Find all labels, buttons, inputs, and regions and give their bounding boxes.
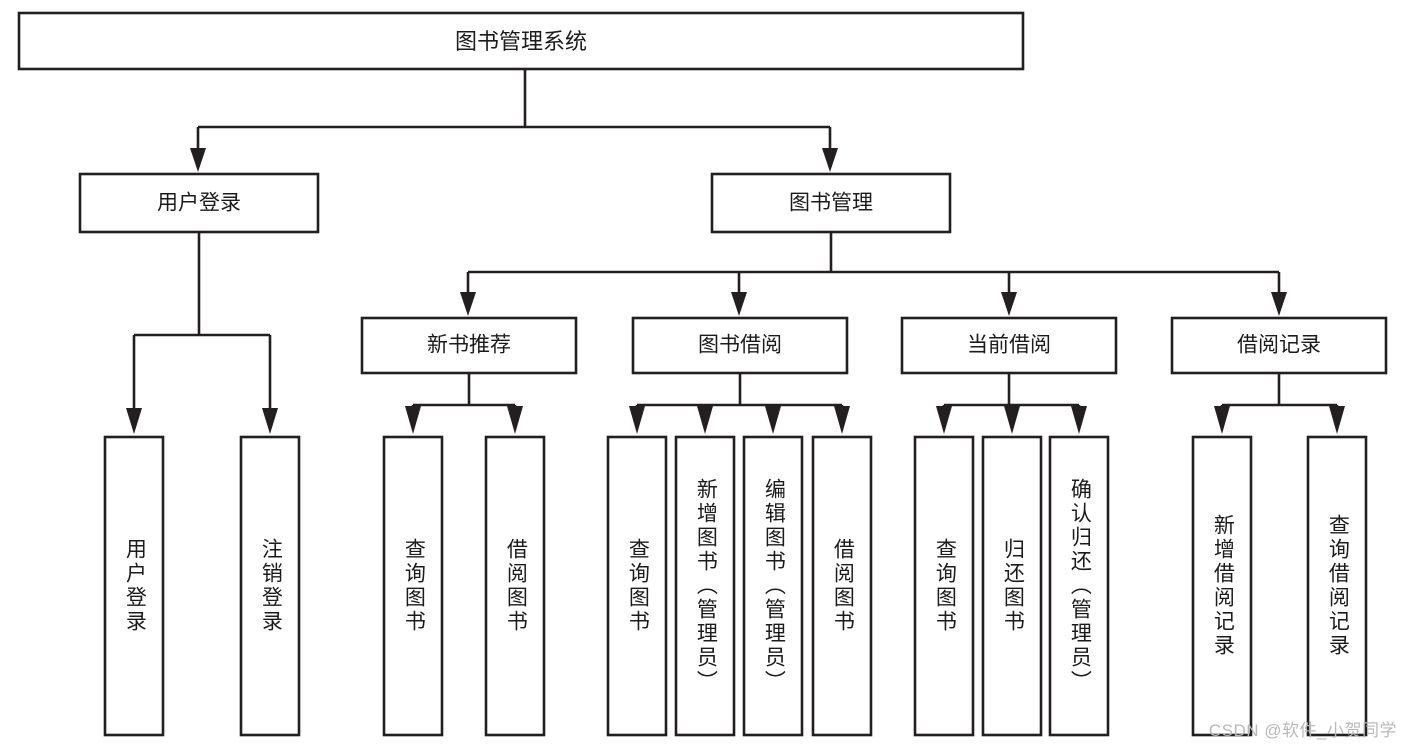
leaf-add-book-box[interactable]	[674, 435, 736, 737]
node-borrow-record[interactable]: 借阅记录	[1170, 316, 1388, 375]
leaf-return-book-box[interactable]	[981, 435, 1043, 737]
leaf-query-book-1-box[interactable]	[382, 435, 444, 737]
book-management-label: 图书管理	[789, 192, 873, 215]
new-book-recommend-label: 新书推荐	[427, 334, 511, 357]
leaf-confirm-return-box[interactable]	[1048, 435, 1110, 737]
current-borrow-box[interactable]	[900, 316, 1118, 375]
arrow-leaf-query-record-icon	[1329, 406, 1345, 434]
arrow-leaf-query-book-2-icon	[629, 406, 645, 434]
arrow-to-user-login-icon	[190, 148, 206, 172]
arrow-leaf-add-record-icon	[1214, 406, 1230, 434]
arrow-leaf-query-book-3-icon	[936, 406, 952, 434]
node-root[interactable]: 图书管理系统	[17, 11, 1025, 71]
book-borrow-label: 图书借阅	[698, 334, 782, 357]
leaf-borrow-book-2-box[interactable]	[811, 435, 873, 737]
leaf-logout-login-box[interactable]	[239, 435, 301, 737]
arrow-leaf-user-login-icon	[126, 408, 142, 434]
node-book-borrow[interactable]: 图书借阅	[631, 316, 849, 375]
leaf-add-record-box[interactable]	[1191, 435, 1253, 737]
root-box[interactable]	[17, 11, 1025, 71]
arrow-leaf-edit-book-icon	[765, 406, 781, 434]
borrow-record-label: 借阅记录	[1237, 334, 1321, 357]
arrow-leaf-query-book-1-icon	[405, 406, 421, 434]
arrow-to-book-borrow-icon	[731, 292, 747, 316]
root-label: 图书管理系统	[455, 29, 587, 54]
node-current-borrow[interactable]: 当前借阅	[900, 316, 1118, 375]
leaf-borrow-book-1-box[interactable]	[484, 435, 546, 737]
leaf-edit-book-box[interactable]	[742, 435, 804, 737]
borrow-record-box[interactable]	[1170, 316, 1388, 375]
leaf-query-book-3-box[interactable]	[913, 435, 975, 737]
arrow-leaf-return-book-icon	[1004, 406, 1020, 434]
user-login-label: 用户登录	[157, 192, 241, 215]
node-book-management[interactable]: 图书管理	[710, 172, 952, 234]
arrow-to-borrow-record-icon	[1271, 292, 1287, 316]
leaf-query-book-2-box[interactable]	[606, 435, 668, 737]
book-management-box[interactable]	[710, 172, 952, 234]
node-user-login[interactable]: 用户登录	[78, 172, 320, 234]
new-book-recommend-box[interactable]	[360, 316, 578, 375]
arrow-leaf-confirm-return-icon	[1071, 406, 1087, 434]
arrow-leaf-logout-login-icon	[262, 408, 278, 434]
node-new-book-recommend[interactable]: 新书推荐	[360, 316, 578, 375]
book-borrow-box[interactable]	[631, 316, 849, 375]
arrow-leaf-borrow-book-1-icon	[507, 406, 523, 434]
arrow-to-book-management-icon	[822, 148, 838, 172]
leaf-user-login-box[interactable]	[103, 435, 165, 737]
arrow-leaf-add-book-icon	[697, 406, 713, 434]
arrow-to-new-book-recommend-icon	[460, 292, 476, 316]
current-borrow-label: 当前借阅	[967, 334, 1051, 357]
arrow-leaf-borrow-book-2-icon	[834, 406, 850, 434]
leaf-query-record-box[interactable]	[1306, 435, 1368, 737]
arrow-to-current-borrow-icon	[1001, 292, 1017, 316]
watermark-text: CSDN @软件_小贺同学	[1208, 721, 1397, 740]
